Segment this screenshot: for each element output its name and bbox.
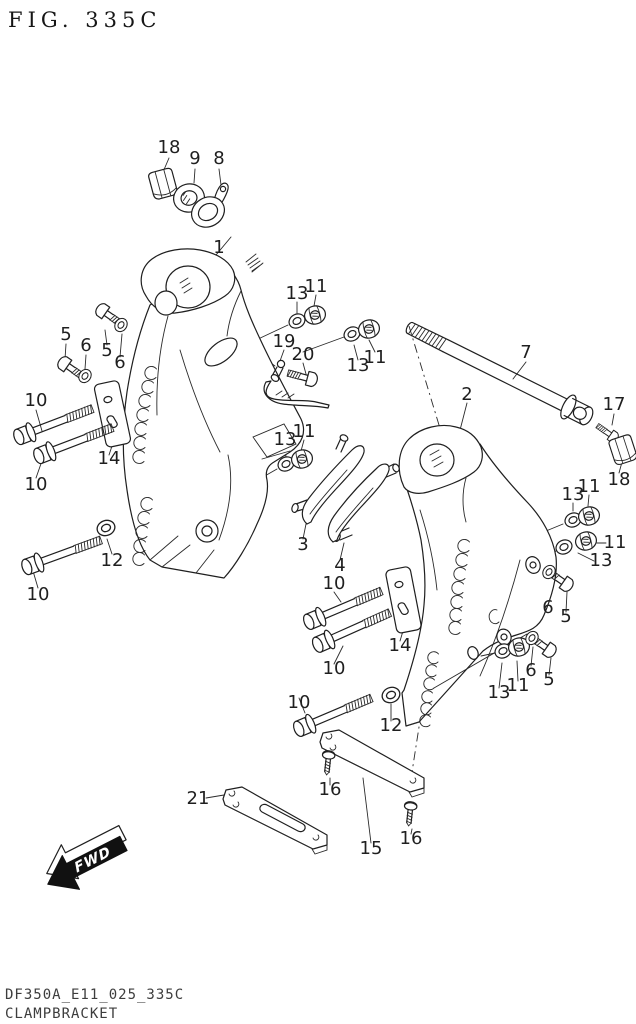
callout-10: 10 [25, 474, 48, 495]
leader-lines [32, 157, 623, 844]
callout-13: 13 [562, 484, 585, 505]
hook-detail [488, 609, 500, 625]
plate-15 [319, 729, 425, 798]
callout-20: 20 [292, 344, 315, 365]
callout-6: 6 [525, 660, 536, 681]
callout-9: 9 [189, 148, 200, 169]
callout-11: 11 [578, 476, 601, 497]
tube-end-detail [429, 449, 444, 468]
callout-12: 12 [101, 550, 124, 571]
callout-5: 5 [543, 669, 554, 690]
callout-16: 16 [319, 779, 342, 800]
tube-end-detail [179, 277, 193, 294]
screw-16 [401, 800, 418, 828]
plate-21-slot [259, 803, 306, 833]
callout-8: 8 [213, 148, 224, 169]
bracket-plate-14-right [385, 566, 422, 634]
callout-18: 18 [158, 137, 181, 158]
washer-13 [553, 536, 575, 558]
callout-15: 15 [360, 838, 383, 859]
callout-10: 10 [323, 573, 346, 594]
bracket-plate-14-left [93, 380, 132, 448]
serration-left [132, 366, 157, 566]
callout-10: 10 [288, 692, 311, 713]
callout-14: 14 [389, 635, 412, 656]
plate-21 [222, 786, 328, 855]
callout-7: 7 [520, 342, 531, 363]
callout-5: 5 [560, 606, 571, 627]
callout-3: 3 [297, 534, 308, 555]
callout-10: 10 [323, 658, 346, 679]
callout-14: 14 [98, 448, 121, 469]
callout-6: 6 [114, 352, 125, 373]
callout-6: 6 [80, 335, 91, 356]
clamp-bracket-starboard [398, 424, 557, 728]
callout-13: 13 [347, 355, 370, 376]
oval-slot [204, 337, 238, 367]
callout-16: 16 [400, 828, 423, 849]
callout-1: 1 [213, 237, 224, 258]
grease-nipple-19 [263, 359, 330, 409]
callout-18: 18 [608, 469, 631, 490]
callout-21: 21 [187, 788, 210, 809]
callout-13: 13 [488, 682, 511, 703]
screw-16 [319, 749, 336, 777]
callout-2: 2 [461, 384, 472, 405]
nut-11 [572, 528, 600, 554]
callout-10: 10 [27, 584, 50, 605]
washer-12 [94, 517, 118, 539]
footer-model-code: DF350A_E11_025_335C [5, 987, 184, 1003]
serration-right [419, 539, 470, 728]
swivel-shaft [405, 321, 594, 426]
step-facet [252, 423, 297, 460]
nut-11 [355, 316, 383, 342]
callout-17: 17 [603, 394, 626, 415]
callout-6: 6 [542, 597, 553, 618]
callout-11: 11 [604, 532, 627, 553]
callout-11: 11 [305, 276, 328, 297]
callout-12: 12 [380, 715, 403, 736]
bolt-10 [18, 529, 106, 579]
assembly-axis-dashes [408, 325, 453, 773]
callout-4: 4 [334, 555, 345, 576]
callout-13: 13 [286, 283, 309, 304]
figure-title: FIG. 335C [8, 8, 161, 32]
callout-13: 13 [590, 550, 613, 571]
callout-11: 11 [293, 421, 316, 442]
nut-11 [575, 503, 603, 529]
stud-detail [245, 253, 264, 273]
footer-part-name: CLAMPBRACKET [5, 1006, 118, 1022]
washer-8 [190, 182, 229, 228]
transom-pad-4 [327, 463, 400, 543]
callout-10: 10 [25, 390, 48, 411]
clamp-bracket-port [122, 248, 305, 579]
fwd-arrow: FWD [46, 824, 128, 890]
callout-13: 13 [274, 429, 297, 450]
callout-11: 11 [507, 675, 530, 696]
callout-5: 5 [60, 324, 71, 345]
transom-pad-3 [291, 434, 365, 525]
callout-5: 5 [101, 340, 112, 361]
bolt-20 [285, 365, 320, 389]
washer-12 [379, 684, 403, 706]
callout-11: 11 [364, 347, 387, 368]
nut-11 [301, 302, 329, 328]
callout-19: 19 [273, 331, 296, 352]
